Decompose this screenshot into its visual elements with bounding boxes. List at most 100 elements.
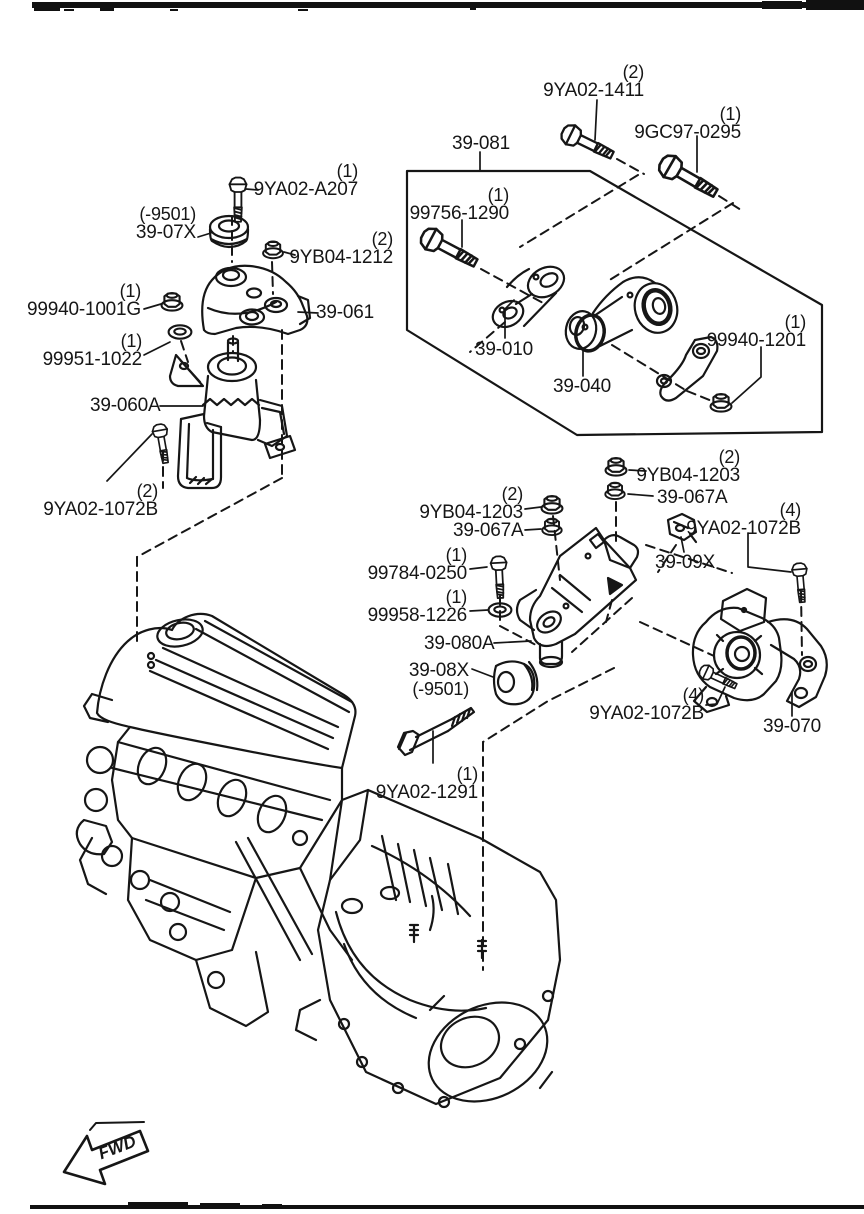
label-part-number: 99951-1022 (42, 349, 143, 370)
label-qty: (2) (622, 62, 645, 82)
label-part-number: 99940-1201 (706, 330, 807, 351)
label-qty: (2) (501, 484, 524, 504)
label-99958-1226: (1) 99958-1226 (367, 587, 468, 626)
fwd-arrow: FWD (62, 1121, 150, 1186)
label-9gc97-0295: (1) 9GC97-0295 (634, 105, 741, 142)
label-39-080a: 39-080A (424, 633, 495, 654)
drawing-nut-9yb04-1203-left (540, 494, 564, 515)
drawing-torque-rod-39-040 (564, 276, 679, 353)
label-part-number: 9YA02-1291 (375, 782, 478, 803)
drawing-bolt-9ya02-1411 (557, 120, 618, 166)
label-39-070: 39-070 (763, 717, 821, 736)
label-9ya02-1072b-bottom: (4) 9YA02-1072B (589, 686, 704, 723)
label-qty: (1) (456, 764, 479, 784)
label-part-number: 39-067A (657, 487, 728, 508)
drawing-nut-9yb04-1212 (262, 240, 284, 260)
drawing-washer-39-07x (208, 214, 250, 249)
label-qty: (1) (445, 545, 468, 565)
label-part-number: 9YA02-1072B (43, 499, 158, 520)
drawing-bolt-9ya02-1072b-left (150, 422, 174, 465)
label-9ya02-1411: (2) 9YA02-1411 (543, 63, 644, 100)
label-part-number: 99756-1290 (409, 203, 510, 224)
drawing-bushing-39-08x (492, 660, 539, 706)
label-39-081: 39-081 (452, 134, 510, 153)
drawing-bolt-9ya02-1291 (396, 706, 476, 757)
drawing-nut-99940-1201 (709, 392, 733, 413)
label-39-067a-right: 39-067A (657, 487, 728, 508)
label-99784-0250: (1) 99784-0250 (367, 545, 468, 584)
drawing-bolt-99784-0250 (489, 555, 510, 600)
label-qty: (1) (487, 185, 510, 205)
label-39-09x: 39-09X (655, 553, 715, 572)
label-part-number: 99784-0250 (367, 563, 468, 584)
drawing-clip-39-09x (666, 512, 698, 544)
label-part-number: 39-081 (452, 133, 510, 154)
scan-artifact-top-bar (32, 0, 864, 11)
label-part-number: 99958-1226 (367, 605, 468, 626)
engine-transaxle-drawing (75, 612, 562, 1109)
label-part-number: 39-07X (135, 222, 196, 243)
drawing-nut-99940-1001g (160, 291, 184, 312)
label-qty: (1) (719, 104, 742, 124)
drawing-arm-99940-1201 (655, 335, 719, 402)
label-part-number: 9GC97-0295 (634, 122, 741, 143)
drawing-nut-39-067a-left (541, 517, 563, 537)
label-part-number: 9YA02-1072B (686, 518, 801, 539)
drawing-bolt-9gc97-0295 (654, 150, 723, 205)
drawing-nut-9yb04-1203-right (604, 456, 628, 477)
label-part-number: 39-080A (424, 633, 495, 654)
drawing-mount-39-060a (168, 337, 297, 490)
label-9ya02-a207: (1) 9YA02-A207 (253, 161, 359, 200)
label-99940-1001g: (1) 99940-1001G (27, 282, 141, 319)
label-39-061: 39-061 (316, 303, 374, 322)
label-part-number: 9YA02-1072B (589, 703, 704, 724)
label-qty: (1) (445, 587, 468, 607)
label-part-number: 39-010 (475, 339, 533, 360)
assembly-axis-lines (136, 158, 803, 971)
drawing-washer-99951-1022 (167, 324, 193, 340)
label-part-number: 39-09X (655, 552, 716, 573)
label-part-number: 39-040 (553, 376, 611, 397)
label-39-08x: 39-08X (-9501) (409, 661, 469, 698)
label-part-number: 39-060A (90, 395, 161, 416)
label-9yb04-1212: (2) 9YB04-1212 (289, 230, 393, 267)
label-9ya02-1072b-left: (2) 9YA02-1072B (43, 482, 158, 519)
label-part-number: 39-061 (316, 302, 374, 323)
label-part-number: 39-067A (453, 520, 524, 541)
drawing-bracket-39-080a (515, 526, 640, 669)
kit-39-081-box (405, 169, 824, 437)
label-qty: (2) (371, 229, 394, 249)
drawing-nut-39-067a-right (604, 481, 626, 501)
label-qty: (4) (682, 685, 705, 705)
label-suffix: (-9501) (139, 204, 196, 224)
drawing-bracket-39-061 (201, 264, 312, 336)
label-9ya02-1291: (1) 9YA02-1291 (376, 765, 478, 802)
label-part-number: 9YA02-A207 (253, 179, 359, 200)
drawing-link-39-010 (491, 265, 566, 329)
label-qty: (1) (119, 281, 142, 301)
drawing-bolt-9ya02-1072b-top (790, 561, 811, 604)
label-39-040: 39-040 (553, 377, 611, 396)
label-qty: (2) (136, 481, 159, 501)
label-9yb04-1203-left: (2) 9YB04-1203 (419, 485, 523, 522)
label-qty: (2) (718, 447, 741, 467)
label-part-number: 9YB04-1203 (636, 465, 740, 486)
label-qty: (4) (779, 500, 802, 520)
label-9yb04-1203-right: (2) 9YB04-1203 (636, 448, 740, 485)
label-99940-1201: (1) 99940-1201 (706, 312, 807, 351)
label-qty: (1) (120, 331, 143, 351)
label-qty: (1) (784, 312, 807, 332)
label-9ya02-1072b-top: (4) 9YA02-1072B (686, 501, 801, 538)
label-part-number: 9YB04-1212 (289, 247, 393, 268)
label-39-010: 39-010 (475, 340, 533, 359)
scan-artifact-bottom-bar (30, 1202, 864, 1209)
drawing-bolt-99756-1290 (416, 223, 483, 275)
label-part-number: 39-070 (763, 716, 821, 737)
label-99951-1022: (1) 99951-1022 (42, 331, 143, 370)
label-part-number: 9YA02-1411 (543, 80, 644, 101)
label-qty: (1) (336, 161, 359, 181)
label-99756-1290: (1) 99756-1290 (409, 185, 510, 224)
label-39-07x: (-9501) 39-07X (136, 205, 196, 242)
